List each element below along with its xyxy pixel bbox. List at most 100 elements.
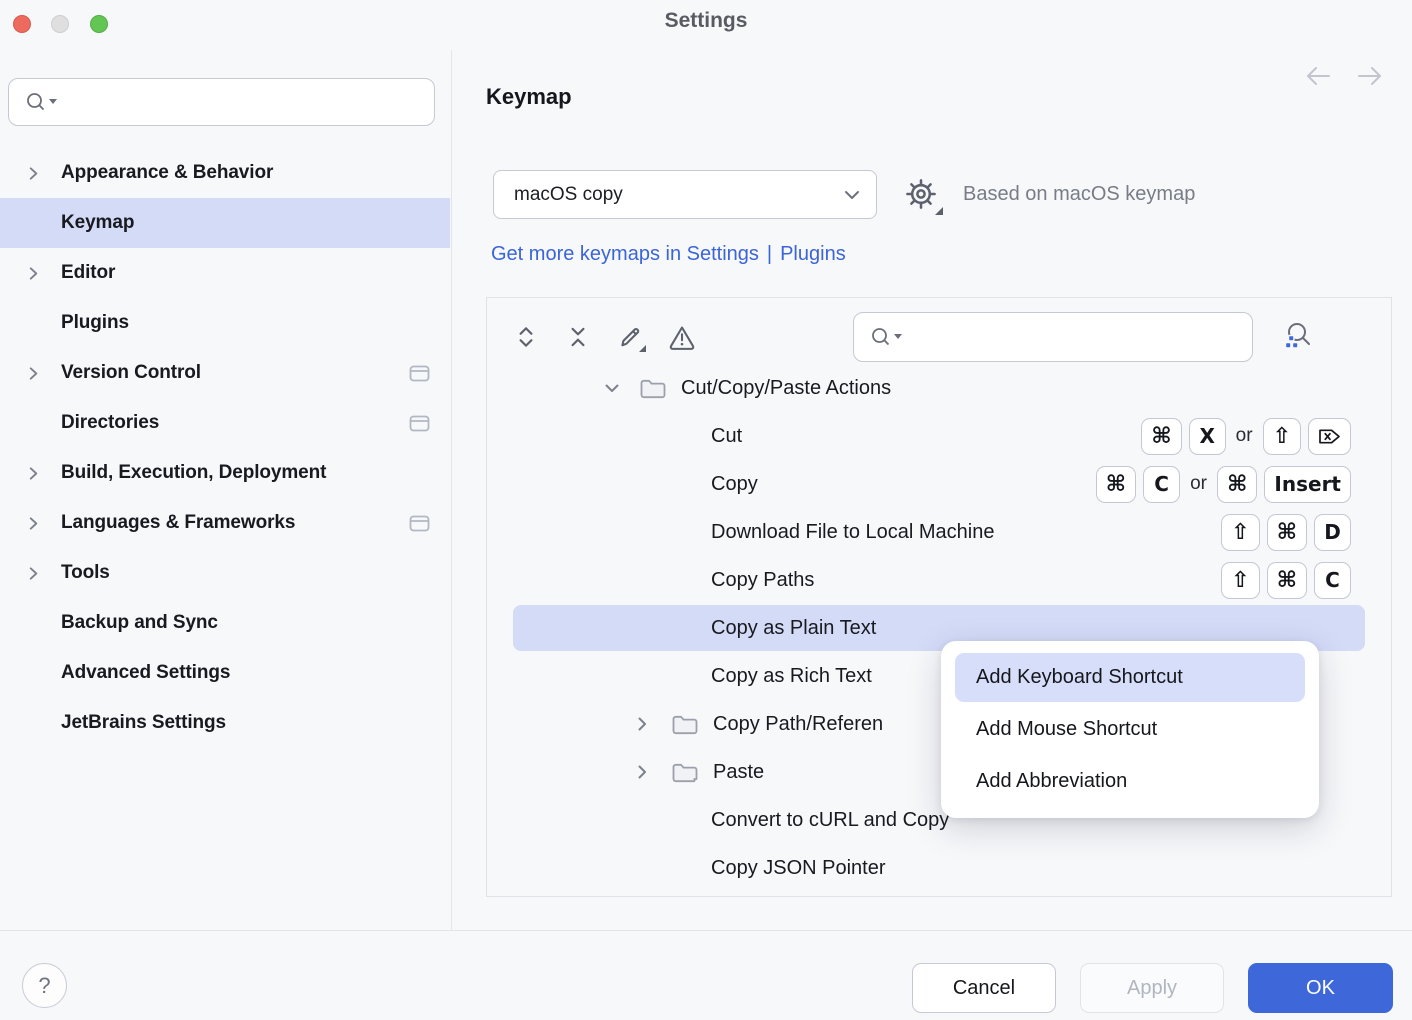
sidebar-item-label: Keymap xyxy=(61,212,135,233)
sidebar-item-label: Editor xyxy=(61,262,116,283)
chevron-right-icon[interactable] xyxy=(24,466,42,481)
insert-key: Insert xyxy=(1264,465,1351,503)
zoom-window-button[interactable] xyxy=(90,15,108,33)
link-separator: | xyxy=(766,243,773,265)
tree-row-download-file[interactable]: Download File to Local Machine ⇧ ⌘ D xyxy=(487,508,1391,556)
action-label: Copy JSON Pointer xyxy=(711,856,886,879)
sidebar-search-box[interactable] xyxy=(8,78,435,126)
search-options-caret-icon xyxy=(49,99,57,104)
cmd-key: ⌘ xyxy=(1095,465,1137,503)
tree-group-label: Paste xyxy=(713,760,765,783)
sidebar-item-label: Directories xyxy=(61,412,160,433)
sidebar-item-plugins[interactable]: Plugins xyxy=(0,298,450,348)
based-on-label: Based on macOS keymap xyxy=(963,183,1196,205)
or-label: or xyxy=(1235,425,1253,446)
find-actions-by-shortcut-button[interactable] xyxy=(1279,318,1317,356)
chevron-right-icon[interactable] xyxy=(629,764,655,780)
shift-key: ⇧ xyxy=(1262,417,1301,455)
shortcut-keys: ⇧ ⌘ D xyxy=(1221,513,1351,551)
chevron-right-icon[interactable] xyxy=(24,516,42,531)
tree-row-copy-as-rich-text[interactable]: Copy as Rich Text xyxy=(487,652,1391,700)
tree-row-cut[interactable]: Cut ⌘ X or ⇧ xyxy=(487,412,1391,460)
menu-item-add-mouse-shortcut[interactable]: Add Mouse Shortcut xyxy=(976,718,1158,740)
sidebar-item-languages-frameworks[interactable]: Languages & Frameworks xyxy=(0,498,450,548)
tree-row-copy-json-pointer[interactable]: Copy JSON Pointer xyxy=(487,844,1391,892)
sidebar-item-directories[interactable]: Directories xyxy=(0,398,450,448)
actions-search-input[interactable] xyxy=(902,326,1252,348)
keymap-options-gear-button[interactable] xyxy=(905,178,943,215)
shift-key: ⇧ xyxy=(1221,513,1260,551)
menu-item-add-abbreviation[interactable]: Add Abbreviation xyxy=(976,770,1128,792)
gear-dropdown-caret-icon xyxy=(935,207,943,215)
sidebar-item-label: Version Control xyxy=(61,362,201,383)
chevron-down-icon[interactable] xyxy=(599,380,625,396)
sidebar-item-label: Build, Execution, Deployment xyxy=(61,462,327,483)
sidebar-item-appearance-behavior[interactable]: Appearance & Behavior xyxy=(0,148,450,198)
sidebar-item-build-execution-deployment[interactable]: Build, Execution, Deployment xyxy=(0,448,450,498)
sidebar-item-editor[interactable]: Editor xyxy=(0,248,450,298)
tree-group-paste[interactable]: Paste xyxy=(487,748,1391,796)
forward-button[interactable] xyxy=(1356,64,1384,88)
tree-group-cut-copy-paste[interactable]: Cut/Copy/Paste Actions xyxy=(487,364,1391,412)
keymap-select-value: macOS copy xyxy=(514,183,623,205)
delete-forward-key xyxy=(1308,417,1351,455)
c-key: C xyxy=(1314,561,1351,599)
chevron-right-icon[interactable] xyxy=(24,366,42,381)
action-label: Cut xyxy=(711,424,743,447)
sidebar-item-label: JetBrains Settings xyxy=(61,712,227,733)
dialog-footer: ? Cancel Apply OK xyxy=(0,930,1412,1020)
cmd-key: ⌘ xyxy=(1141,417,1182,455)
close-window-button[interactable] xyxy=(13,15,31,33)
sidebar-item-label: Backup and Sync xyxy=(61,612,218,633)
tree-row-copy[interactable]: Copy ⌘ C or ⌘ Insert xyxy=(487,460,1391,508)
apply-button[interactable]: Apply xyxy=(1080,963,1224,1013)
sidebar-item-advanced-settings[interactable]: Advanced Settings xyxy=(0,648,450,698)
keymap-toolbar xyxy=(487,298,1391,364)
sidebar-search-input[interactable] xyxy=(57,91,434,113)
chevron-right-icon[interactable] xyxy=(24,266,42,281)
get-more-keymaps-link[interactable]: Get more keymaps in Settings xyxy=(491,243,759,265)
keymap-select[interactable]: macOS copy xyxy=(493,170,877,219)
gear-icon xyxy=(906,179,936,209)
sidebar-item-version-control[interactable]: Version Control xyxy=(0,348,450,398)
chevron-right-icon[interactable] xyxy=(24,566,42,581)
tree-row-copy-paths[interactable]: Copy Paths ⇧ ⌘ C xyxy=(487,556,1391,604)
collapse-all-button[interactable] xyxy=(561,320,595,354)
shortcut-keys: ⇧ ⌘ C xyxy=(1221,561,1351,599)
minimize-window-button[interactable] xyxy=(51,15,69,33)
settings-nav: Appearance & Behavior Keymap Editor Plug… xyxy=(0,148,450,748)
sidebar-item-label: Advanced Settings xyxy=(61,662,231,683)
sidebar-item-keymap[interactable]: Keymap xyxy=(0,198,450,248)
c-key: C xyxy=(1143,465,1181,503)
settings-sidebar: Appearance & Behavior Keymap Editor Plug… xyxy=(0,50,452,930)
folder-icon xyxy=(639,377,667,400)
actions-search-box[interactable] xyxy=(853,312,1253,362)
show-conflicts-button[interactable] xyxy=(665,320,699,354)
chevron-right-icon[interactable] xyxy=(629,716,655,732)
shortcut-keys: ⌘ X or ⇧ xyxy=(1141,417,1351,455)
expand-all-button[interactable] xyxy=(509,320,543,354)
search-icon xyxy=(870,326,902,348)
help-button[interactable]: ? xyxy=(22,963,67,1008)
search-options-caret-icon xyxy=(894,334,902,339)
tree-group-label: Cut/Copy/Paste Actions xyxy=(681,376,892,399)
chevron-right-icon[interactable] xyxy=(24,166,42,181)
sidebar-item-label: Tools xyxy=(61,562,110,583)
back-button[interactable] xyxy=(1304,64,1332,88)
search-icon xyxy=(25,91,57,113)
cmd-key: ⌘ xyxy=(1217,465,1258,503)
menu-item-add-keyboard-shortcut[interactable]: Add Keyboard Shortcut xyxy=(955,653,1305,702)
action-label: Copy as Rich Text xyxy=(711,664,872,687)
ok-button[interactable]: OK xyxy=(1248,963,1393,1013)
tree-row-convert-to-curl[interactable]: Convert to cURL and Copy xyxy=(487,796,1391,844)
sidebar-item-backup-and-sync[interactable]: Backup and Sync xyxy=(0,598,450,648)
tree-group-copy-path-reference[interactable]: Copy Path/Referen xyxy=(487,700,1391,748)
shortcut-keys: ⌘ C or ⌘ Insert xyxy=(1095,465,1351,503)
cancel-button[interactable]: Cancel xyxy=(912,963,1056,1013)
plugins-link[interactable]: Plugins xyxy=(780,243,846,265)
action-label: Copy as Plain Text xyxy=(711,616,877,639)
sidebar-item-jetbrains-settings[interactable]: JetBrains Settings xyxy=(0,698,450,748)
sidebar-item-tools[interactable]: Tools xyxy=(0,548,450,598)
edit-shortcut-button[interactable] xyxy=(613,320,647,354)
x-key: X xyxy=(1188,417,1226,455)
